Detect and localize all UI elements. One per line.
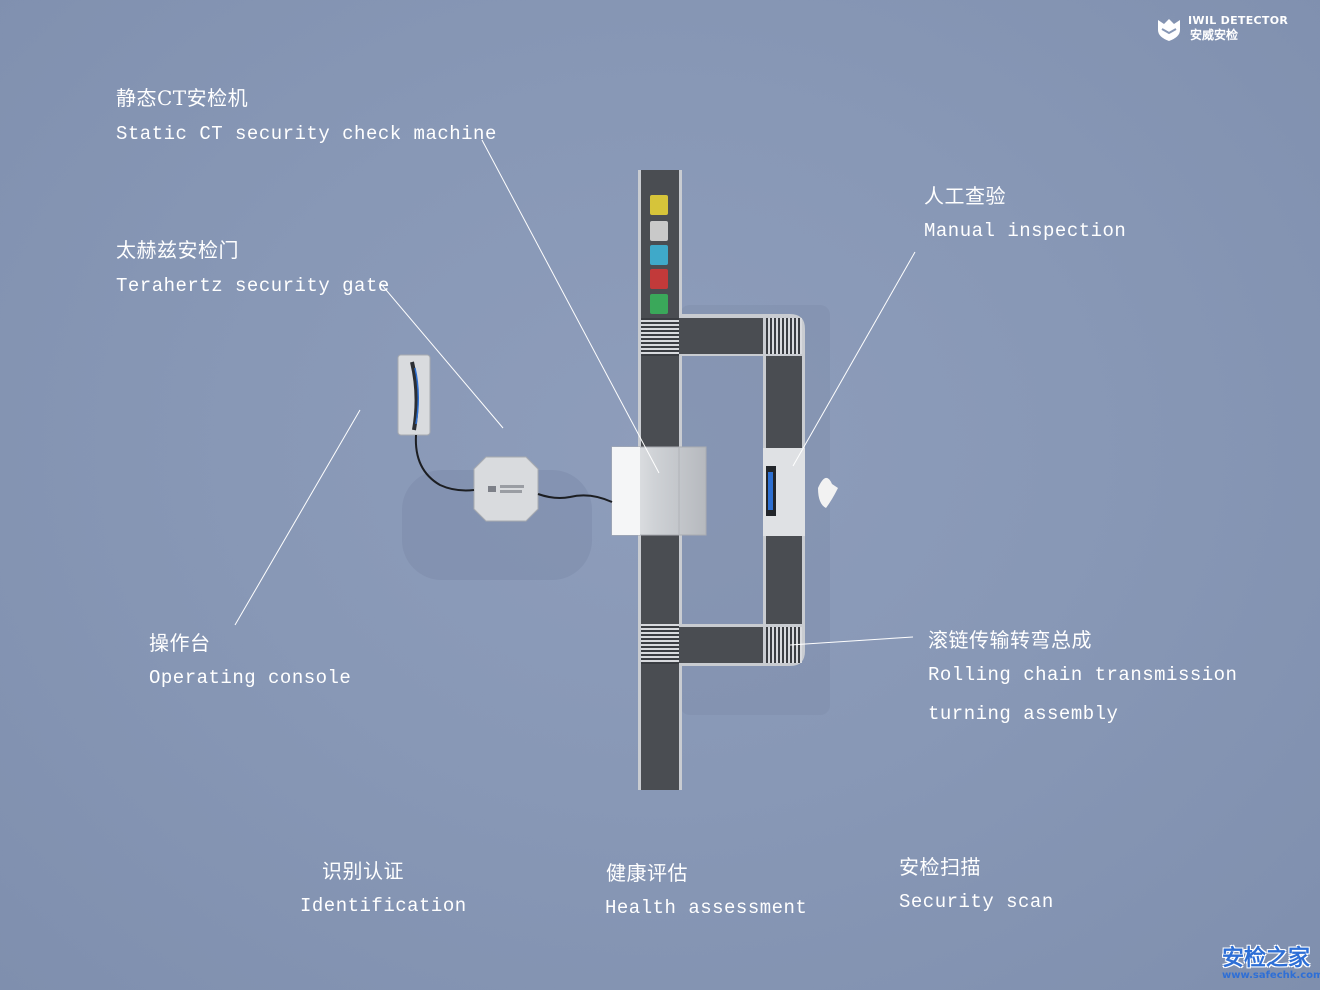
watermark-name: 安检之家 (1222, 946, 1311, 971)
console-cable (414, 434, 475, 492)
rolling-chain-label-en-line1: Rolling chain transmission (928, 664, 1238, 686)
stage-identification-en: Identification (300, 895, 467, 917)
brand-name-en: IWIL DETECTOR (1188, 14, 1289, 27)
brand-name-cn: 安威安检 (1190, 28, 1239, 42)
ct-machine (611, 446, 707, 536)
ct-leader-line (481, 139, 660, 474)
ct-machine-label-en: Static CT security check machine (116, 123, 497, 145)
stage-identification-cn: 识别认证 (322, 859, 404, 883)
manual-leader-line (792, 251, 916, 467)
manual-inspection-label-cn: 人工查验 (924, 184, 1006, 208)
bin-grey (650, 221, 668, 241)
bin-yellow (650, 195, 668, 215)
shield-logo-icon (1158, 19, 1180, 41)
rolling-chain-label-cn: 滚链传输转弯总成 (928, 628, 1092, 652)
rolling-chain-label-en-line2: turning assembly (928, 703, 1119, 725)
bins (650, 195, 668, 314)
operating-console-label-en: Operating console (149, 667, 352, 689)
stage-health-en: Health assessment (605, 897, 808, 919)
manual-inspection-station (763, 448, 838, 536)
top-connector (679, 314, 805, 356)
stage-health-cn: 健康评估 (606, 861, 688, 885)
gate-cable (537, 493, 613, 503)
leader-lines (234, 139, 916, 646)
bin-cyan (650, 245, 668, 265)
console-leader-line (234, 409, 361, 626)
operating-console (397, 354, 431, 436)
bin-green (650, 294, 668, 314)
stage-security-en: Security scan (899, 891, 1054, 913)
terahertz-gate (473, 456, 539, 522)
operating-console-label-cn: 操作台 (149, 631, 211, 655)
watermark-url: www.safechk.com (1222, 970, 1320, 981)
terahertz-gate-label-en: Terahertz security gate (116, 275, 390, 297)
terahertz-gate-label-cn: 太赫兹安检门 (116, 238, 239, 262)
console-shadow (402, 470, 592, 580)
chain-leader-line (789, 636, 914, 646)
stage-security-cn: 安检扫描 (899, 855, 981, 879)
ct-machine-label-cn: 静态CT安检机 (116, 86, 249, 110)
bin-red (650, 269, 668, 289)
brand-logo: IWIL DETECTOR 安威安检 (1156, 14, 1296, 44)
gate-leader-line (380, 283, 504, 429)
bottom-connector (679, 624, 805, 666)
manual-inspection-label-en: Manual inspection (924, 220, 1127, 242)
watermark: 安检之家 www.safechk.com (1218, 940, 1320, 984)
